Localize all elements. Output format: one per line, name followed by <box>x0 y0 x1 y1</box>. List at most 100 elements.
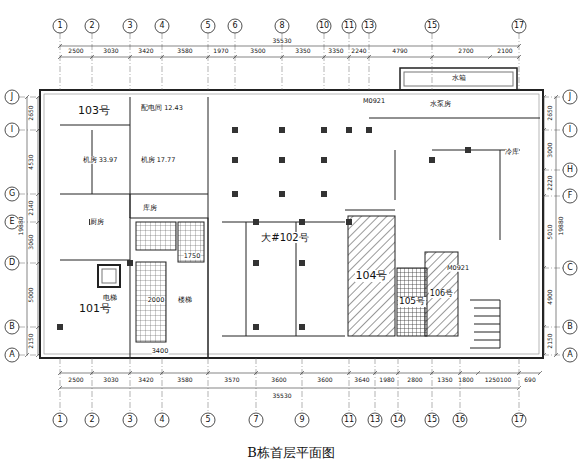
grid-line <box>60 33 61 90</box>
axis-bubble <box>425 413 439 427</box>
grid-line <box>92 33 93 90</box>
grid-line <box>543 170 563 171</box>
grid-line <box>19 130 40 131</box>
axis-number: 2 <box>89 22 94 30</box>
axis-number: C <box>567 264 573 272</box>
axis-number: 13 <box>370 416 380 424</box>
axis-bubble <box>155 413 169 427</box>
dimension: 2650 <box>547 105 553 120</box>
axis-number: 15 <box>427 416 437 424</box>
grid-line <box>92 358 93 413</box>
axis-number: 15 <box>427 22 437 30</box>
dimension: 2240 <box>351 48 366 54</box>
dimension: 1350 <box>437 377 452 383</box>
axis-bubble <box>563 348 577 362</box>
dimension: 3030 <box>103 377 118 383</box>
room-number: 水箱 <box>451 75 467 83</box>
room-number: 101号 <box>78 303 112 315</box>
grid-line <box>543 327 563 328</box>
grid-line <box>460 358 461 413</box>
column <box>346 219 352 225</box>
room-label: 1750 <box>184 253 201 260</box>
dimension: 690 <box>524 377 535 383</box>
dimension: 3000 <box>547 142 553 157</box>
axis-number: D <box>9 259 15 267</box>
axis-number: J <box>11 93 13 101</box>
column <box>299 260 305 266</box>
column <box>232 127 238 133</box>
dimension: 3420 <box>138 48 153 54</box>
dimension: 2800 <box>407 377 422 383</box>
axis-bubble <box>563 189 577 203</box>
dimension: 3570 <box>224 377 239 383</box>
axis-number: 6 <box>232 22 237 30</box>
caption: B栋首层平面图 <box>247 446 335 459</box>
grid-line <box>543 130 563 131</box>
axis-number: 4 <box>159 22 164 30</box>
grid-line <box>375 358 376 413</box>
axis-bubble <box>201 19 215 33</box>
axis-bubble <box>275 19 289 33</box>
axis-number: 7 <box>253 416 258 424</box>
room: 101号 <box>62 262 128 356</box>
axis-number: 17 <box>514 416 524 424</box>
grid-line <box>19 263 40 264</box>
axis-bubble <box>155 19 169 33</box>
column <box>465 147 471 153</box>
axis-number: 5 <box>205 22 210 30</box>
grid-line <box>162 33 163 90</box>
axis-bubble <box>317 19 331 33</box>
grid-line <box>349 358 350 413</box>
column <box>321 191 327 197</box>
axis-bubble <box>368 413 382 427</box>
room-label: M0921 <box>363 98 385 105</box>
column <box>253 260 259 266</box>
axis-bubble <box>5 90 19 104</box>
dimension: 1250100 <box>485 377 512 383</box>
column <box>299 219 305 225</box>
grid-line <box>208 33 209 90</box>
grid-line <box>432 33 433 90</box>
axis-bubble <box>563 123 577 137</box>
room-label: 库房 <box>143 205 157 212</box>
room-label: 楼梯 <box>178 297 192 304</box>
room-label: 机房 17.77 <box>141 157 176 164</box>
axis-bubble <box>201 413 215 427</box>
dimension: 2150 <box>547 333 553 348</box>
dimension: 3580 <box>177 377 192 383</box>
axis-number: 16 <box>455 416 465 424</box>
axis-bubble <box>295 413 309 427</box>
dimension: 3500 <box>250 48 265 54</box>
room-number: 大#102号 <box>260 232 309 243</box>
room: 104号 <box>348 216 395 336</box>
dimension: 4900 <box>547 289 553 304</box>
grid-line <box>543 355 563 356</box>
grid-line <box>19 97 40 98</box>
room-number: 106号 <box>429 290 454 299</box>
axis-number: 14 <box>393 416 403 424</box>
axis-number: 13 <box>364 22 374 30</box>
axis-bubble <box>228 19 242 33</box>
grid-line <box>519 358 520 413</box>
axis-bubble <box>5 215 19 229</box>
grid-line <box>162 358 163 413</box>
axis-number: 11 <box>344 22 354 30</box>
axis-bubble <box>85 413 99 427</box>
axis-number: 17 <box>514 22 524 30</box>
grid-line <box>256 358 257 413</box>
dimension: 3600 <box>271 377 286 383</box>
dimension: 2500 <box>68 48 83 54</box>
dimension: 4790 <box>392 48 407 54</box>
dimension: 2220 <box>547 175 553 190</box>
column <box>366 127 372 133</box>
column <box>279 191 285 197</box>
axis-bubble <box>391 413 405 427</box>
axis-number: H <box>567 166 573 174</box>
axis-bubble <box>342 19 356 33</box>
room-label: 配电间 12.43 <box>141 105 183 112</box>
grid-line <box>19 355 40 356</box>
dimension: 5010 <box>547 224 553 239</box>
dimension: 2500 <box>68 377 83 383</box>
axis-number: E <box>9 218 14 226</box>
column <box>346 127 352 133</box>
